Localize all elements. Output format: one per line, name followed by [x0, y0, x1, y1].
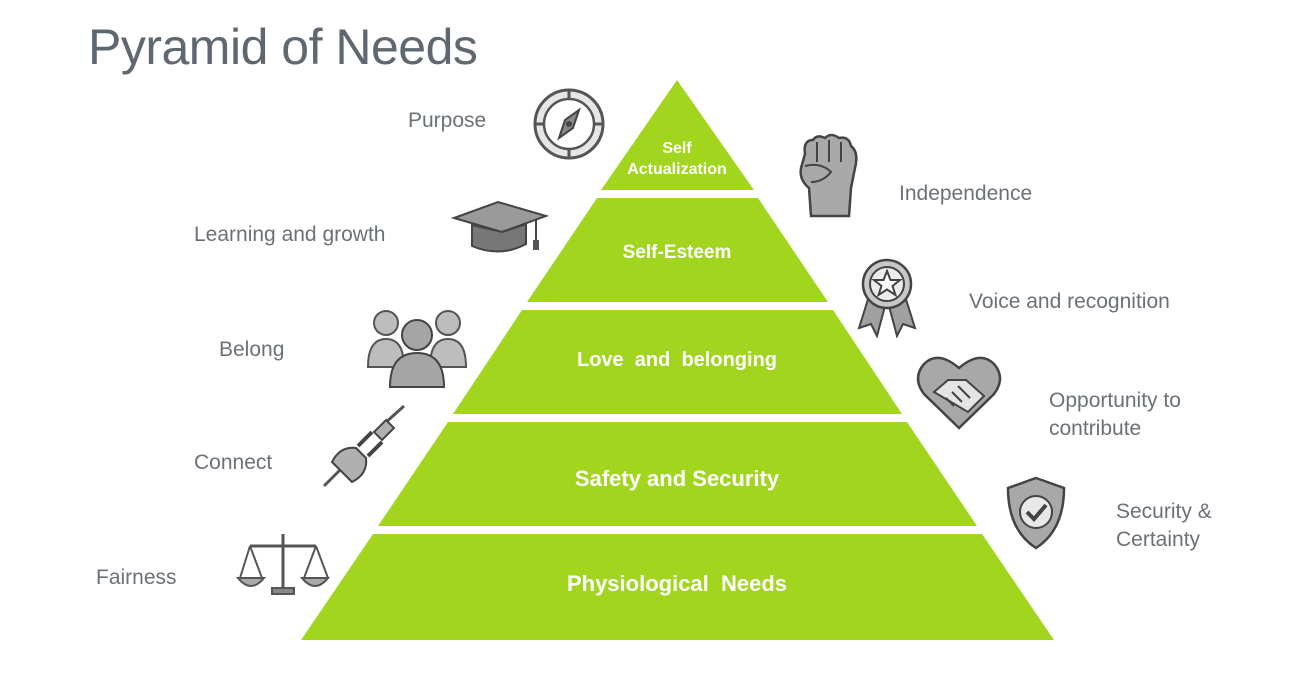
plug-icon — [318, 402, 410, 490]
graduation-cap-icon — [450, 198, 550, 260]
people-group-icon — [366, 305, 468, 389]
label-fairness: Fairness — [96, 566, 177, 589]
tier-label-self-esteem: Self-Esteem — [622, 242, 732, 263]
compass-icon — [531, 86, 607, 162]
label-purpose: Purpose — [408, 109, 487, 132]
handshake-heart-icon — [916, 352, 1002, 432]
label-opportunity-line: Opportunity to — [1049, 389, 1181, 412]
label-connect: Connect — [194, 451, 273, 474]
tier-label-line: Self — [662, 140, 692, 157]
tier-label-self-actualization: Self Actualization — [610, 138, 744, 180]
tier-physiological — [301, 534, 1054, 640]
label-security-certainty: Security & Certainty — [1116, 498, 1212, 554]
label-belong: Belong — [219, 338, 285, 361]
label-voice-recognition: Voice and recognition — [969, 290, 1170, 313]
label-opportunity-line: contribute — [1049, 417, 1142, 440]
label-learning-growth: Learning and growth — [194, 223, 386, 246]
label-opportunity: Opportunity to contribute — [1049, 387, 1181, 443]
award-ribbon-icon — [855, 256, 919, 338]
tier-label-love-belonging: Love and belonging — [577, 349, 777, 371]
tier-self-esteem — [527, 198, 828, 302]
tier-love-belonging — [453, 310, 902, 414]
tier-label-safety-security: Safety and Security — [574, 466, 780, 491]
shield-check-icon — [1002, 474, 1070, 552]
label-security-line: Certainty — [1116, 528, 1201, 551]
label-security-line: Security & — [1116, 500, 1212, 523]
scales-icon — [236, 530, 330, 600]
raised-fist-icon — [795, 132, 861, 220]
page-title: Pyramid of Needs — [88, 19, 478, 75]
tier-label-line: Actualization — [627, 161, 727, 178]
label-independence: Independence — [899, 182, 1033, 205]
tier-safety-security — [378, 422, 977, 526]
tier-label-physiological: Physiological Needs — [566, 571, 788, 596]
tier-self-actualization — [601, 80, 754, 190]
